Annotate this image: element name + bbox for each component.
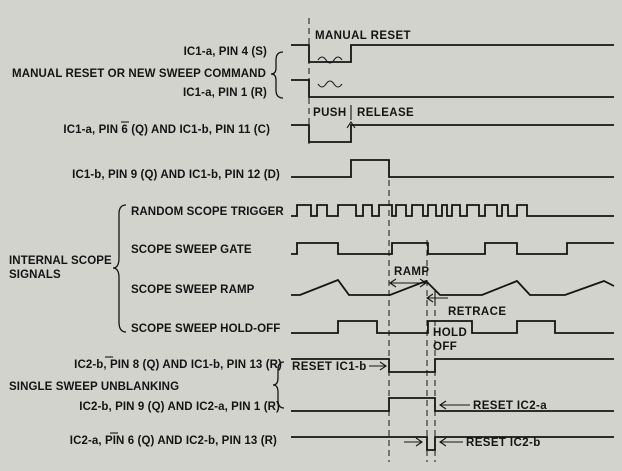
wave-ic2b-pin9 [291,397,614,412]
brace-single-sweep [272,361,285,409]
wave-ic1b-pin9 [291,159,614,178]
label-ic1b-pin9: IC1-b, PIN 9 (Q) AND IC1-b, PIN 12 (D) [72,169,280,181]
annotation-off: OFF [433,341,457,353]
label-manual-reset-command: MANUAL RESET OR NEW SWEEP COMMAND [12,68,266,80]
reset-ic2a-arrowhead [439,400,447,410]
reset-ic2b-arrowhead [439,437,447,447]
wave-sweep-ramp [291,278,615,296]
wave-hold-off [291,320,614,334]
label-single-sweep-unblanking: SINGLE SWEEP UNBLANKING [9,381,179,393]
annotation-reset-ic1b: RESET IC1-b [292,361,367,373]
label-ic1a-pin4: IC1-a, PIN 4 (S) [184,46,267,58]
reset-ic2b-left-arrowhead [415,437,423,447]
wave-ic2b-pin8 [291,358,614,373]
annotation-reset-ic2a: RESET IC2-a [473,400,547,412]
wave-ic1a-pin4 [291,44,614,63]
release-arrowhead [346,121,356,129]
wave-ic1a-pin6 [291,124,614,143]
annotation-retrace: RETRACE [448,306,506,318]
annotation-push: PUSH [313,107,347,119]
wave-ic2a-pin6 [291,436,614,451]
annotation-ramp: RAMP [394,266,429,278]
annotation-hold: HOLD [433,327,467,339]
retrace-arrowhead [426,293,434,303]
wave-sweep-gate [291,242,614,255]
label-sweep-hold-off: SCOPE SWEEP HOLD-OFF [131,323,280,335]
wave-bounce-pin4 [317,56,343,64]
wave-random-trigger [291,204,614,217]
label-ic1a-pin6: IC1-a, PIN 6 (Q) AND IC1-b, PIN 11 (C) [63,124,270,136]
label-signals: SIGNALS [9,269,61,281]
ramp-arrow-left [389,278,397,288]
label-ic2b-pin9: IC2-b, PIN 9 (Q) AND IC2-a, PIN 1 (R) [79,401,280,413]
label-sweep-ramp: SCOPE SWEEP RAMP [131,284,255,296]
annotation-reset-ic2b: RESET IC2-b [466,437,541,449]
label-ic1a-pin1: IC1-a, PIN 1 (R) [183,87,267,99]
annotation-release: RELEASE [357,107,414,119]
label-internal-scope: INTERNAL SCOPE [9,255,112,267]
brace-internal-scope [112,204,127,333]
label-sweep-gate: SCOPE SWEEP GATE [131,244,252,256]
label-random-trigger: RANDOM SCOPE TRIGGER [131,206,284,218]
reset-ic1b-arrowhead [379,361,387,371]
label-ic2b-pin8: IC2-b, PIN 8 (Q) AND IC1-b, PIN 13 (R) [74,359,282,371]
brace-manual-reset [270,51,284,99]
ramp-arrow-right [419,278,427,288]
wave-bounce-pin1 [317,80,343,88]
label-ic2a-pin6: IC2-a, PIN 6 (Q) AND IC2-b, PIN 13 (R) [70,435,277,447]
wave-ic1a-pin1 [291,79,614,98]
annotation-manual-reset: MANUAL RESET [315,30,411,42]
